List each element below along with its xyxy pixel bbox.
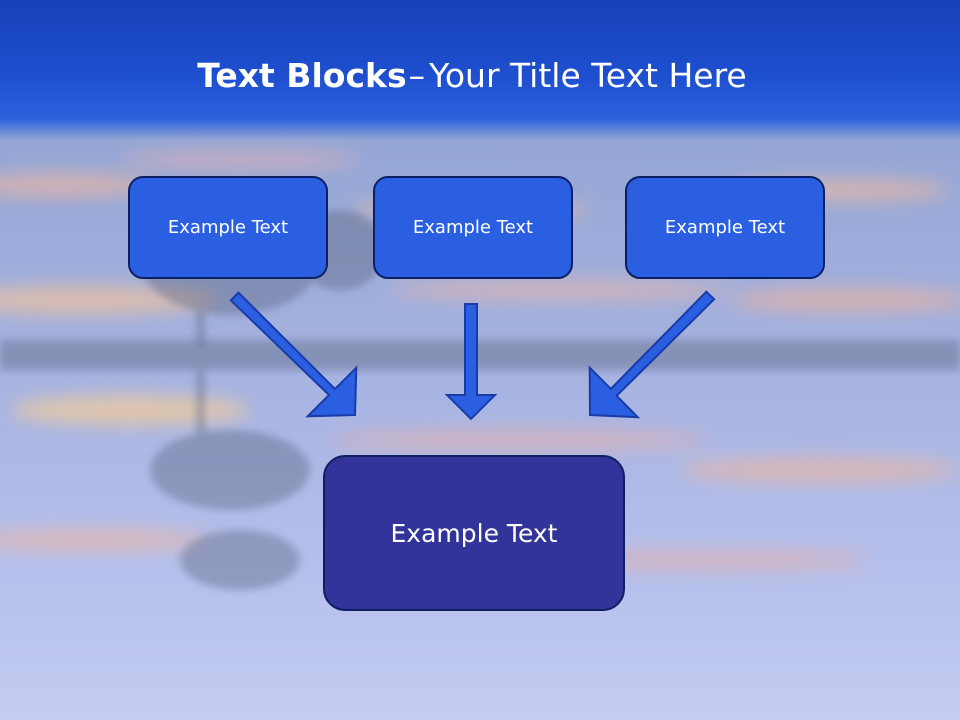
text-block-center-label: Example Text — [412, 217, 534, 238]
title-rest: Your Title Text Here — [429, 56, 747, 95]
text-block-right[interactable]: Example Text — [625, 176, 825, 279]
title-bold: Text Blocks — [197, 56, 407, 95]
text-block-left[interactable]: Example Text — [128, 176, 328, 279]
title-bar — [0, 0, 960, 140]
title-separator: – — [408, 56, 426, 95]
text-block-bottom[interactable]: Example Text — [323, 455, 625, 611]
arrow-center-to-bottom — [444, 303, 498, 421]
text-block-right-label: Example Text — [664, 217, 786, 238]
text-block-bottom-label: Example Text — [390, 518, 558, 548]
arrow-left-to-bottom — [229, 291, 358, 418]
text-block-center[interactable]: Example Text — [373, 176, 573, 279]
slide-title: Text Blocks–Your Title Text Here — [0, 54, 944, 98]
text-block-left-label: Example Text — [167, 217, 289, 238]
arrow-right-to-bottom — [588, 290, 716, 419]
